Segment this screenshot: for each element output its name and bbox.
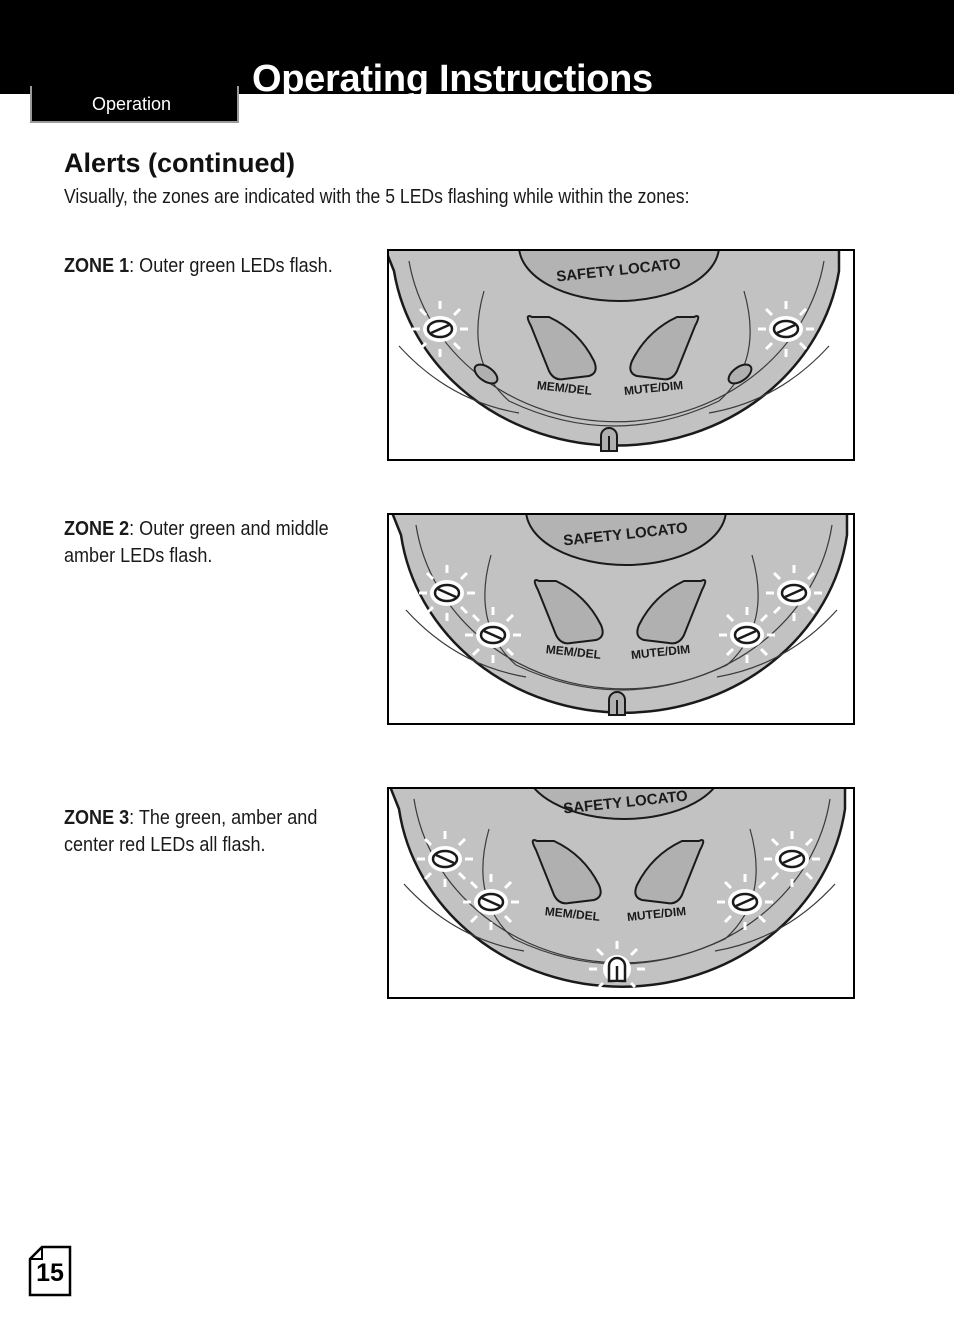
device-lower-arc — [508, 400, 720, 427]
zone-1-label: ZONE 1 — [64, 254, 130, 277]
mem-del-button — [531, 839, 602, 905]
zone-1-device-illustration: SAFETY LOCATO MEM/DEL MUTE/DIM — [389, 251, 841, 452]
mute-dim-button — [634, 839, 705, 905]
mute-dim-label: MUTE/DIM — [623, 378, 683, 398]
mem-del-label: MEM/DEL — [536, 378, 593, 398]
brand-ring — [518, 251, 720, 302]
led-middle-amber-left — [463, 874, 519, 930]
led-middle-amber-right — [717, 874, 773, 930]
device-groove-right — [708, 345, 830, 414]
led-outer-green-left — [417, 831, 473, 887]
section-heading: Alerts (continued) — [64, 148, 296, 178]
led-middle-amber-right — [727, 363, 753, 385]
led-outer-green-right — [758, 301, 814, 357]
zone-3-label: ZONE 3 — [64, 806, 130, 829]
zone-1-figure: SAFETY LOCATO MEM/DEL MUTE/DIM — [387, 249, 855, 461]
device-body — [389, 251, 841, 447]
led-center-red — [608, 691, 626, 716]
page-title: Operating Instructions — [252, 58, 653, 94]
led-outer-green-right — [764, 831, 820, 887]
device-groove-right — [716, 609, 838, 678]
mem-del-label: MEM/DEL — [544, 904, 601, 924]
device-seam-left — [477, 290, 510, 402]
led-center-red — [600, 427, 618, 452]
zone-3-device-illustration: SAFETY LOCATO MEM/DEL MUTE/DIM — [389, 789, 847, 989]
mute-dim-button — [636, 579, 707, 645]
zone-2-device-illustration: SAFETY LOCATO MEM/DEL MUTE/DIM — [391, 515, 849, 716]
brand-ring — [525, 515, 727, 566]
device-groove-right — [714, 883, 836, 952]
device-seam-right — [726, 554, 759, 666]
zone-2-figure: SAFETY LOCATO MEM/DEL MUTE/DIM — [387, 513, 855, 725]
zone-1-description: : Outer green LEDs flash. — [129, 254, 333, 277]
zone-1-text: ZONE 1: Outer green LEDs flash. — [64, 252, 354, 279]
mem-del-label: MEM/DEL — [545, 642, 602, 662]
led-outer-green-left — [419, 565, 475, 621]
device-seam-left — [484, 554, 517, 666]
mute-dim-label: MUTE/DIM — [626, 904, 686, 924]
device-groove-left — [403, 883, 525, 952]
zone-2-description: : Outer green and middle amber LEDs flas… — [64, 517, 329, 567]
mem-del-button — [526, 315, 597, 381]
header-bar — [0, 0, 954, 94]
led-center-red — [589, 941, 645, 989]
page-number-badge: 15 — [28, 1245, 72, 1297]
device-body — [389, 789, 847, 988]
zone-3-figure: SAFETY LOCATO MEM/DEL MUTE/DIM — [387, 787, 855, 999]
page-number: 15 — [36, 1259, 64, 1287]
intro-text: Visually, the zones are indicated with t… — [64, 186, 690, 208]
led-middle-amber-left — [473, 363, 499, 385]
led-middle-amber-left — [465, 607, 521, 663]
led-outer-green-right — [766, 565, 822, 621]
zone-2-text: ZONE 2: Outer green and middle amber LED… — [64, 515, 354, 569]
led-outer-green-left — [412, 301, 468, 357]
led-middle-amber-right — [719, 607, 775, 663]
mute-dim-label: MUTE/DIM — [630, 642, 690, 662]
section-tab-label: Operation — [92, 94, 172, 114]
zone-3-text: ZONE 3: The green, amber and center red … — [64, 804, 354, 858]
folded-page-icon — [28, 1245, 72, 1297]
section-tab: Operation — [30, 86, 239, 123]
device-body — [391, 515, 849, 714]
device-groove-left — [405, 609, 527, 678]
zone-2-label: ZONE 2 — [64, 517, 130, 540]
device-lower-arc — [515, 664, 728, 691]
brand-ring — [533, 789, 715, 820]
mem-del-button — [533, 579, 604, 645]
mute-dim-button — [629, 315, 700, 381]
device-seam-right — [718, 290, 751, 402]
device-groove-left — [398, 345, 520, 414]
zone-3-description: : The green, amber and center red LEDs a… — [64, 806, 318, 856]
